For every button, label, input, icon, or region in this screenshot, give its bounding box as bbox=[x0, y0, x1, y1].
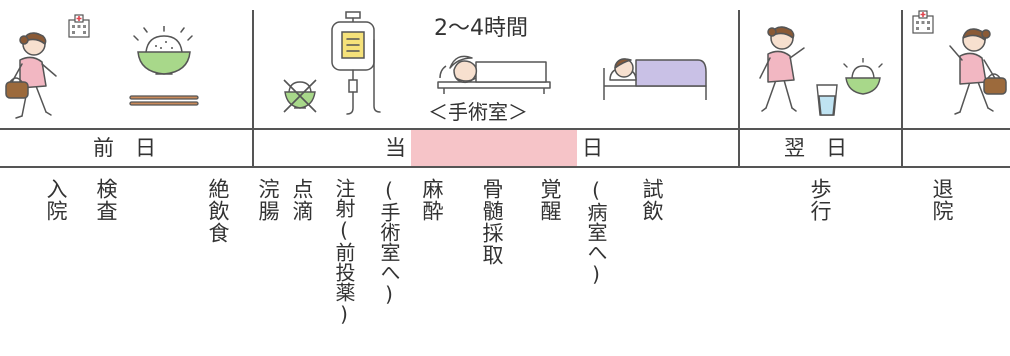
event-admission: 入院 bbox=[44, 178, 68, 222]
divider-v2 bbox=[738, 10, 740, 166]
event-discharge: 退院 bbox=[930, 178, 954, 222]
rice-bowl-icon bbox=[133, 26, 193, 75]
duration-label: 2～4時間 bbox=[434, 16, 528, 41]
room-label: ＜手術室＞ bbox=[428, 100, 528, 124]
event-drip: 点滴 bbox=[290, 178, 314, 222]
divider-bottom bbox=[0, 166, 1010, 168]
event-to-or: (手術室へ) bbox=[377, 178, 401, 306]
crossed-bowl-icon bbox=[283, 79, 317, 113]
day-next: 翌 日 bbox=[784, 136, 847, 160]
day-same-a: 当 bbox=[385, 136, 406, 160]
hospital-icon bbox=[912, 10, 934, 34]
rice-bowl-icon bbox=[843, 58, 883, 95]
event-injection: 注射(前投薬) bbox=[332, 178, 356, 326]
event-marrow: 骨髄採取 bbox=[480, 178, 504, 266]
patient-bed-icon bbox=[603, 58, 707, 100]
divider-v1 bbox=[252, 10, 254, 166]
hospital-icon bbox=[68, 14, 90, 38]
person-walking-icon bbox=[759, 26, 805, 112]
surgery-band bbox=[411, 129, 577, 166]
divider-v3 bbox=[901, 10, 903, 166]
event-anesthesia: 麻酔 bbox=[420, 178, 444, 222]
day-same-b: 日 bbox=[582, 136, 603, 160]
divider-top bbox=[0, 128, 1010, 130]
event-enema: 浣腸 bbox=[256, 178, 280, 222]
person-walking-icon bbox=[949, 28, 1007, 115]
event-walk: 歩行 bbox=[808, 178, 832, 222]
person-walking-icon bbox=[5, 32, 57, 119]
event-awake: 覚醒 bbox=[538, 178, 562, 222]
event-exam: 検査 bbox=[94, 178, 118, 222]
iv-bag-icon bbox=[331, 11, 381, 115]
event-fasting: 絶飲食 bbox=[206, 178, 230, 244]
day-prev: 前 日 bbox=[93, 136, 156, 160]
chopsticks-icon bbox=[129, 95, 199, 106]
event-to-ward: (病室へ) bbox=[584, 178, 608, 286]
surgery-bed-icon bbox=[437, 55, 551, 94]
water-glass-icon bbox=[816, 84, 838, 116]
event-trial-drink: 試飲 bbox=[640, 178, 664, 222]
